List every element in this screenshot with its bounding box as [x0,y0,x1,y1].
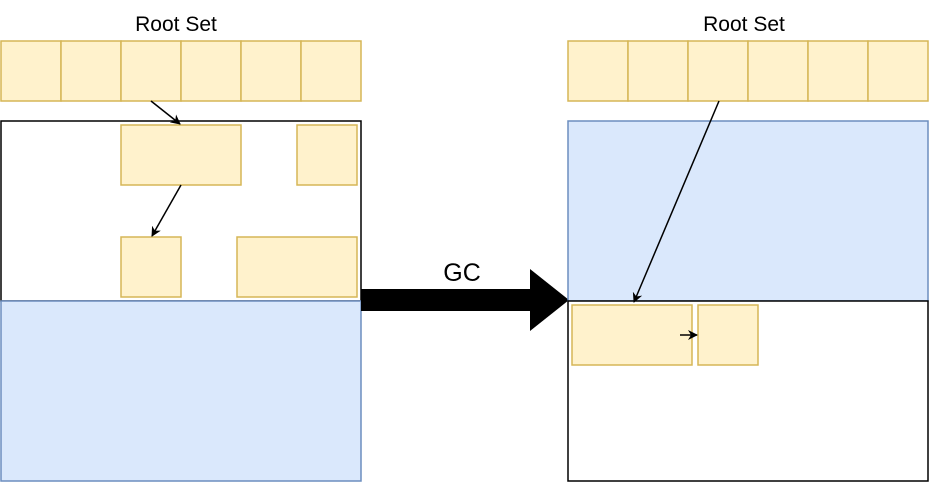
left-root-set [0,40,362,102]
left-object-a [120,124,242,186]
left-object-d [236,236,358,298]
left-root-to-object-a-arrow [150,100,181,125]
left-root-cell-6 [300,40,362,102]
right-root-cell-1 [567,40,629,102]
left-object-a-to-object-c-arrow [151,184,182,237]
right-root-cell-6 [867,40,929,102]
left-root-cell-4 [180,40,242,102]
gc-transition-arrow [361,269,569,331]
right-root-to-object-a-arrow [632,100,720,303]
right-root-cell-5 [807,40,869,102]
left-root-cell-5 [240,40,302,102]
right-root-set [567,40,929,102]
left-root-cell-2 [60,40,122,102]
left-object-c [120,236,182,298]
left-object-b [296,124,358,186]
right-root-cell-4 [747,40,809,102]
left-root-cell-1 [0,40,62,102]
right-root-cell-3 [687,40,749,102]
right-object-a-copy [571,304,693,366]
right-root-set-label: Root Set [703,13,785,36]
left-root-cell-3 [120,40,182,102]
left-root-set-label: Root Set [135,13,217,36]
right-object-c-copy [697,304,759,366]
gc-label: GC [443,259,481,287]
left-heap-to-space [0,300,362,482]
right-root-cell-2 [627,40,689,102]
right-heap-from-space [567,120,929,302]
